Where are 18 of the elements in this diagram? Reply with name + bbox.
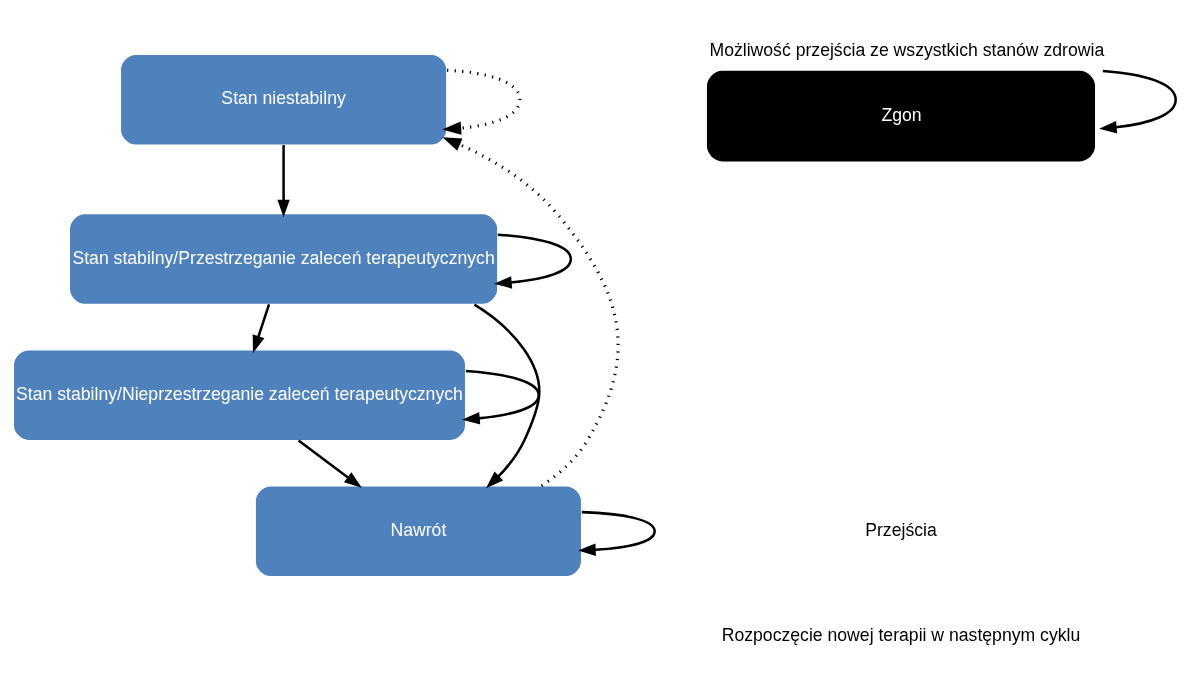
legend-label: Przejścia [865, 519, 937, 540]
arrow [1099, 69, 1177, 133]
node-box: Stan stabilny/Nieprzestrzeganie zaleceń terapeutycznych [12, 348, 467, 441]
arrow [297, 439, 362, 488]
node-box: Nawrót [254, 484, 583, 577]
arrow [442, 68, 522, 135]
node-box: Stan niestabilny [119, 53, 448, 146]
node-box: Zgon [706, 70, 1096, 161]
arrow [578, 510, 656, 556]
legend-label: Rozpoczęcie nowej terapii w następnym cyklu [721, 624, 1081, 645]
node-box: Stan stabilny/Przestrzeganie zaleceń terapeutycznych [68, 212, 499, 305]
node-label: Możliwość przejścia ze wszystkich stanów zdrowia [709, 39, 1105, 60]
arrow [277, 144, 290, 217]
arrow [494, 232, 573, 289]
arrow [252, 303, 271, 353]
arrow [462, 369, 540, 424]
arrow [442, 136, 620, 487]
arrow [473, 303, 541, 488]
